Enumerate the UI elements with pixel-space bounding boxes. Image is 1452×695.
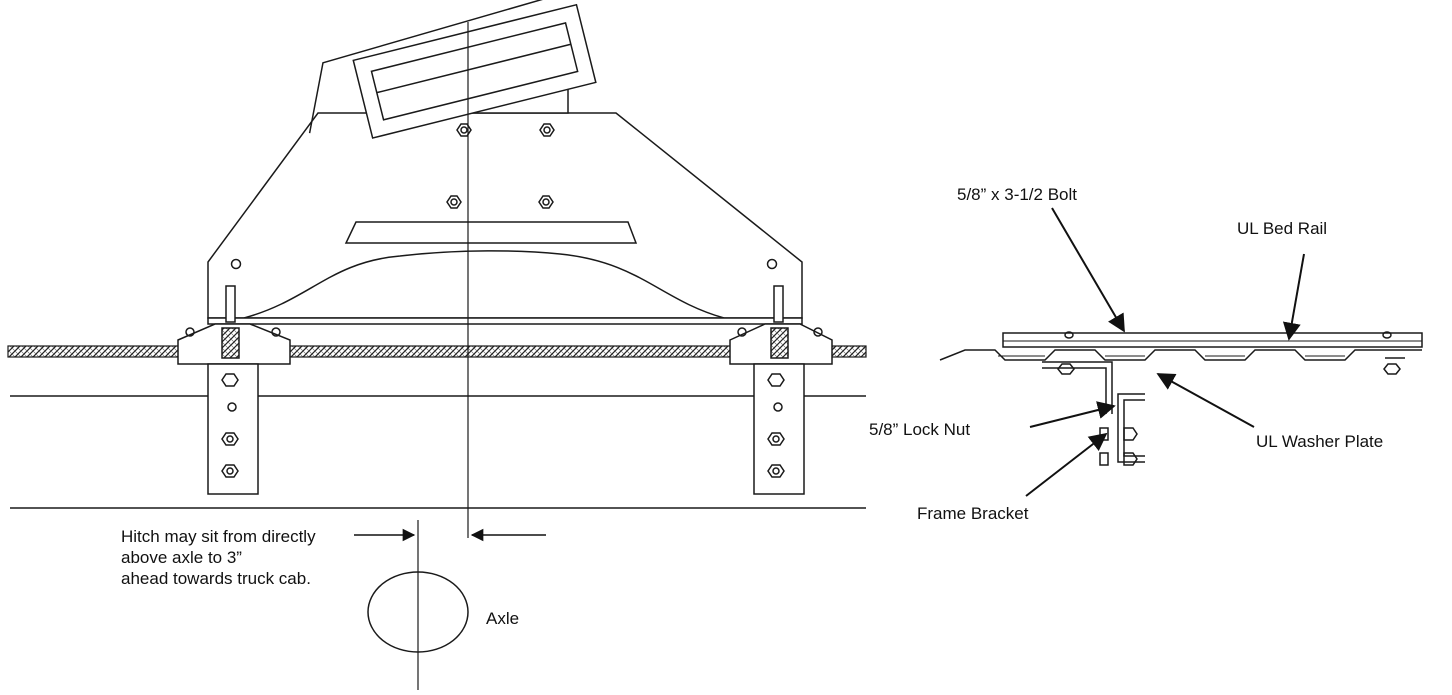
truck-bed — [7, 345, 867, 358]
body-nuts — [446, 123, 555, 209]
washer-plate — [1042, 361, 1113, 414]
lock-nut-leader — [1029, 401, 1116, 428]
hitch-position-note: Hitch may sit from directly above axle t… — [121, 526, 316, 589]
fifth-wheel-head — [308, 0, 597, 139]
lock-nut-2 — [1123, 452, 1138, 466]
bolt-nut-left — [1057, 363, 1075, 375]
hitch-note-line-1: Hitch may sit from directly — [121, 527, 316, 546]
right-frame-bracket — [753, 363, 805, 495]
washer-plate-label: UL Washer Plate — [1256, 432, 1384, 451]
hitch-hole-right — [766, 258, 778, 270]
axle-label: Axle — [486, 609, 520, 628]
corrugated-bed-top — [939, 349, 1422, 361]
bolt-nut-right — [1383, 363, 1401, 375]
hitch-hole-left — [230, 258, 242, 270]
hitch-base-strip — [207, 317, 803, 325]
lock-nut-1 — [1123, 427, 1138, 441]
hitch-note-line-3: ahead towards truck cab. — [121, 569, 311, 588]
hitch-note-line-2: above axle to 3” — [121, 548, 242, 567]
left-frame-bracket — [207, 363, 259, 495]
hitch-arch — [243, 250, 725, 319]
washer-plate-leader — [1156, 373, 1255, 428]
frame-bracket-label: Frame Bracket — [917, 504, 1029, 523]
frame-bracket-shape — [1117, 393, 1145, 463]
bolt-leader — [1051, 207, 1125, 333]
ul-bed-rail — [1002, 332, 1423, 348]
right-bed-clamp — [729, 285, 833, 365]
bed-rail-detail — [939, 207, 1423, 497]
frame-bracket-leader — [1025, 432, 1108, 497]
axle-circle — [367, 571, 469, 653]
left-bed-clamp — [177, 285, 291, 365]
bed-rail-leader — [1282, 253, 1305, 341]
bed-rail-label: UL Bed Rail — [1237, 219, 1328, 238]
hitch-body — [207, 112, 803, 319]
hitch-assembly — [7, 0, 867, 690]
hitch-wedge — [344, 221, 638, 244]
lock-nut-label: 5/8” Lock Nut — [869, 420, 971, 439]
bolt-label: 5/8” x 3-1/2 Bolt — [957, 185, 1078, 204]
